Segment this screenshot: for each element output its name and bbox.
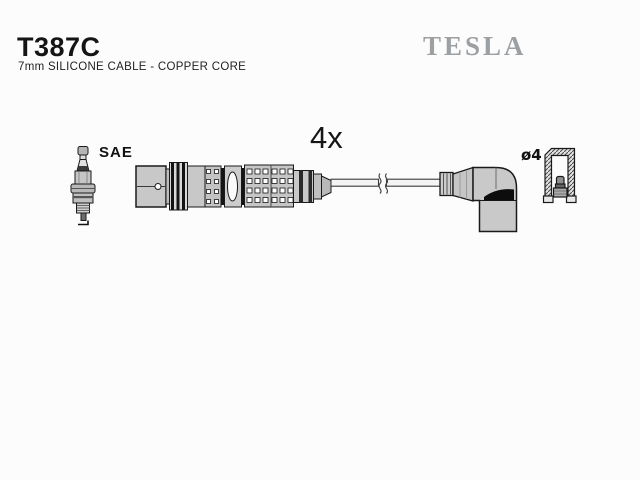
plug-boot-drawing: [439, 166, 518, 233]
boot-seal: [484, 189, 514, 201]
plug-electrode: [80, 212, 87, 221]
sae-label: SAE: [99, 144, 133, 161]
quantity-label: 4x: [310, 120, 343, 155]
spark-plug-drawing: [70, 146, 96, 226]
cable-break-mark: [378, 173, 382, 194]
terminal-diameter-label: ø4: [521, 146, 542, 164]
cable-break-mark: [384, 173, 389, 194]
sleeve-inner-terminal: [552, 175, 568, 198]
plug-terminal-nut: [77, 146, 89, 156]
connector-slot: [227, 171, 238, 202]
terminal-sleeve-drawing: [542, 147, 577, 204]
coil-end-connector-drawing: [135, 162, 332, 211]
cable-drawing: [330, 173, 441, 194]
part-number: T387C: [17, 32, 101, 62]
part-description: 7mm SILICONE CABLE - COPPER CORE: [18, 61, 247, 73]
boot-cone: [452, 166, 474, 202]
brand-logo: TESLA: [423, 31, 527, 61]
